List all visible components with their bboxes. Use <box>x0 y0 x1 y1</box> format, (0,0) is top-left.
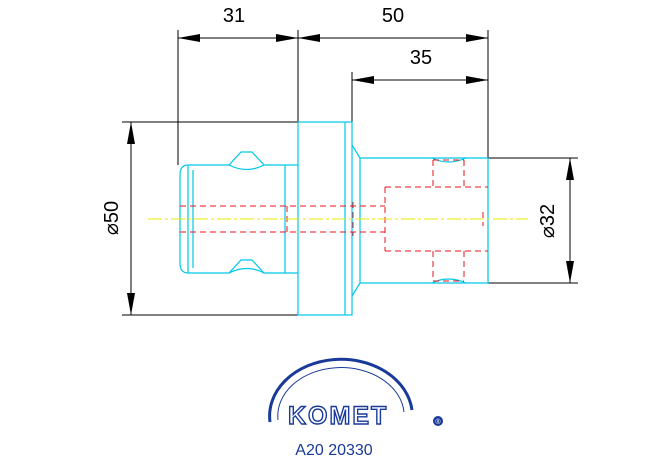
logo-arc <box>268 357 414 423</box>
dimension-31: 31 <box>177 5 299 165</box>
registered-mark-icon <box>433 416 443 426</box>
dimension-diameter-50-label: ⌀50 <box>101 201 123 235</box>
hidden-lines <box>180 159 488 282</box>
dimension-50-label: 50 <box>382 5 404 27</box>
dimension-50: 50 <box>298 5 489 158</box>
left-shank <box>179 151 298 274</box>
dimension-35-label: 35 <box>410 47 432 69</box>
registered-mark: ® <box>435 418 441 426</box>
logo-text: KOMET <box>288 402 388 430</box>
article-code: A20 20330 <box>295 442 373 459</box>
dimension-diameter-50: ⌀50 <box>101 121 298 316</box>
dimension-35: 35 <box>351 47 488 122</box>
dimension-diameter-32: ⌀32 <box>488 157 578 284</box>
dimension-31-label: 31 <box>223 5 245 27</box>
komet-logo: KOMET ® A20 20330 <box>268 357 443 459</box>
right-shank <box>351 144 489 297</box>
dimension-diameter-32-label: ⌀32 <box>537 204 559 238</box>
